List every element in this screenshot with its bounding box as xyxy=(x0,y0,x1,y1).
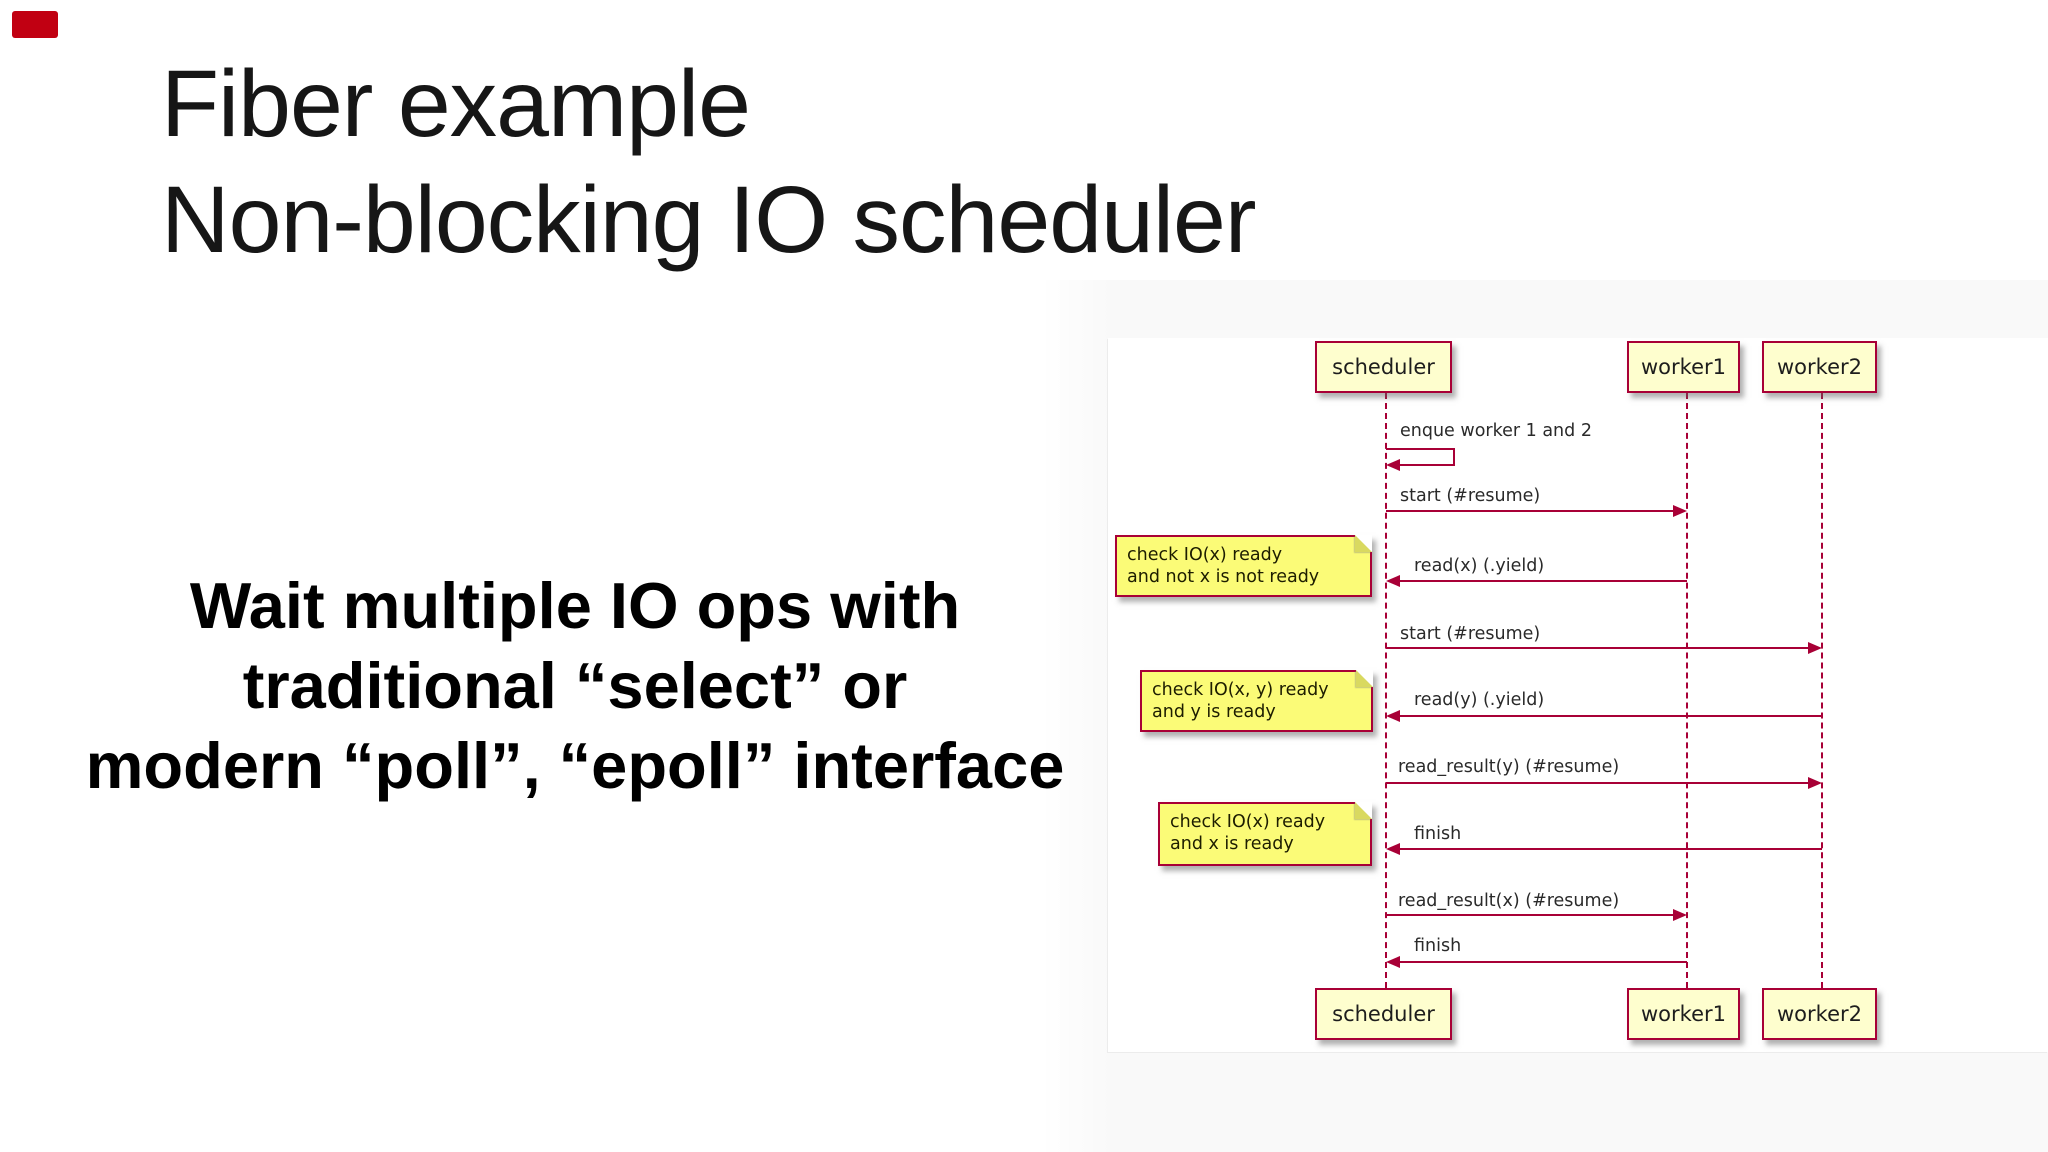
message-label-6: finish xyxy=(1414,824,1462,844)
note-fold-corner xyxy=(1355,535,1372,552)
message-label-5: read_result(y) (#resume) xyxy=(1398,757,1620,777)
note-0-line: and not x is not ready xyxy=(1127,567,1320,587)
scheduler-top-box: scheduler xyxy=(1315,341,1452,393)
body-line1: Wait multiple IO ops with xyxy=(189,569,961,642)
self-arrow-top xyxy=(1386,448,1455,450)
message-label-1: start (#resume) xyxy=(1400,486,1541,506)
worker2-bottom-box: worker2 xyxy=(1762,988,1877,1040)
message-arrow-7 xyxy=(1386,914,1675,916)
slide-title-line2: Non-blocking IO scheduler xyxy=(161,167,1256,273)
message-label-4: read(y) (.yield) xyxy=(1414,690,1545,710)
message-arrowhead-5 xyxy=(1808,777,1822,789)
self-arrowhead xyxy=(1386,459,1400,471)
note-2-line: and x is ready xyxy=(1170,834,1294,854)
worker2-top-box: worker2 xyxy=(1762,341,1877,393)
message-arrow-8 xyxy=(1398,961,1687,963)
message-label-2: read(x) (.yield) xyxy=(1414,556,1545,576)
message-arrow-6 xyxy=(1398,848,1822,850)
body-line2: traditional “select” or xyxy=(242,649,908,722)
sequence-diagram: scheduler scheduler worker1 worker1 worker2 w… xyxy=(1108,338,2048,1052)
message-arrow-1 xyxy=(1386,510,1675,512)
self-arrow-bottom xyxy=(1396,464,1455,466)
message-arrowhead-7 xyxy=(1673,909,1687,921)
worker2-lifeline xyxy=(1821,393,1823,988)
note-0-line: check IO(x) ready xyxy=(1127,545,1283,565)
scheduler-bottom-box: scheduler xyxy=(1315,988,1452,1040)
message-arrowhead-1 xyxy=(1673,505,1687,517)
worker1-lifeline xyxy=(1686,393,1688,988)
note-fold-corner xyxy=(1356,670,1373,687)
message-arrowhead-3 xyxy=(1808,642,1822,654)
record-badge xyxy=(12,11,58,38)
body-line3: modern “poll”, “epoll” interface xyxy=(85,729,1065,802)
message-label-0: enque worker 1 and 2 xyxy=(1400,421,1592,441)
message-arrow-4 xyxy=(1398,715,1822,717)
worker1-bottom-box: worker1 xyxy=(1627,988,1740,1040)
note-fold-corner xyxy=(1355,802,1372,819)
scheduler-lifeline xyxy=(1385,393,1387,988)
message-arrow-5 xyxy=(1386,782,1810,784)
self-arrow-side xyxy=(1453,448,1455,466)
message-arrow-3 xyxy=(1386,647,1810,649)
message-label-7: read_result(x) (#resume) xyxy=(1398,891,1620,911)
message-arrowhead-4 xyxy=(1386,710,1400,722)
slide-title-line1: Fiber example xyxy=(161,51,751,157)
note-2-line: check IO(x) ready xyxy=(1170,812,1326,832)
slide-title: Fiber example Non-blocking IO scheduler xyxy=(161,46,1256,278)
message-label-8: finish xyxy=(1414,936,1462,956)
message-arrow-2 xyxy=(1398,580,1687,582)
worker1-top-box: worker1 xyxy=(1627,341,1740,393)
message-arrowhead-2 xyxy=(1386,575,1400,587)
slide-body-text: Wait multiple IO ops with traditional “s… xyxy=(70,566,1080,806)
message-arrowhead-6 xyxy=(1386,843,1400,855)
note-1-line: and y is ready xyxy=(1152,702,1276,722)
note-1-line: check IO(x, y) ready xyxy=(1152,680,1329,700)
message-label-3: start (#resume) xyxy=(1400,624,1541,644)
message-arrowhead-8 xyxy=(1386,956,1400,968)
